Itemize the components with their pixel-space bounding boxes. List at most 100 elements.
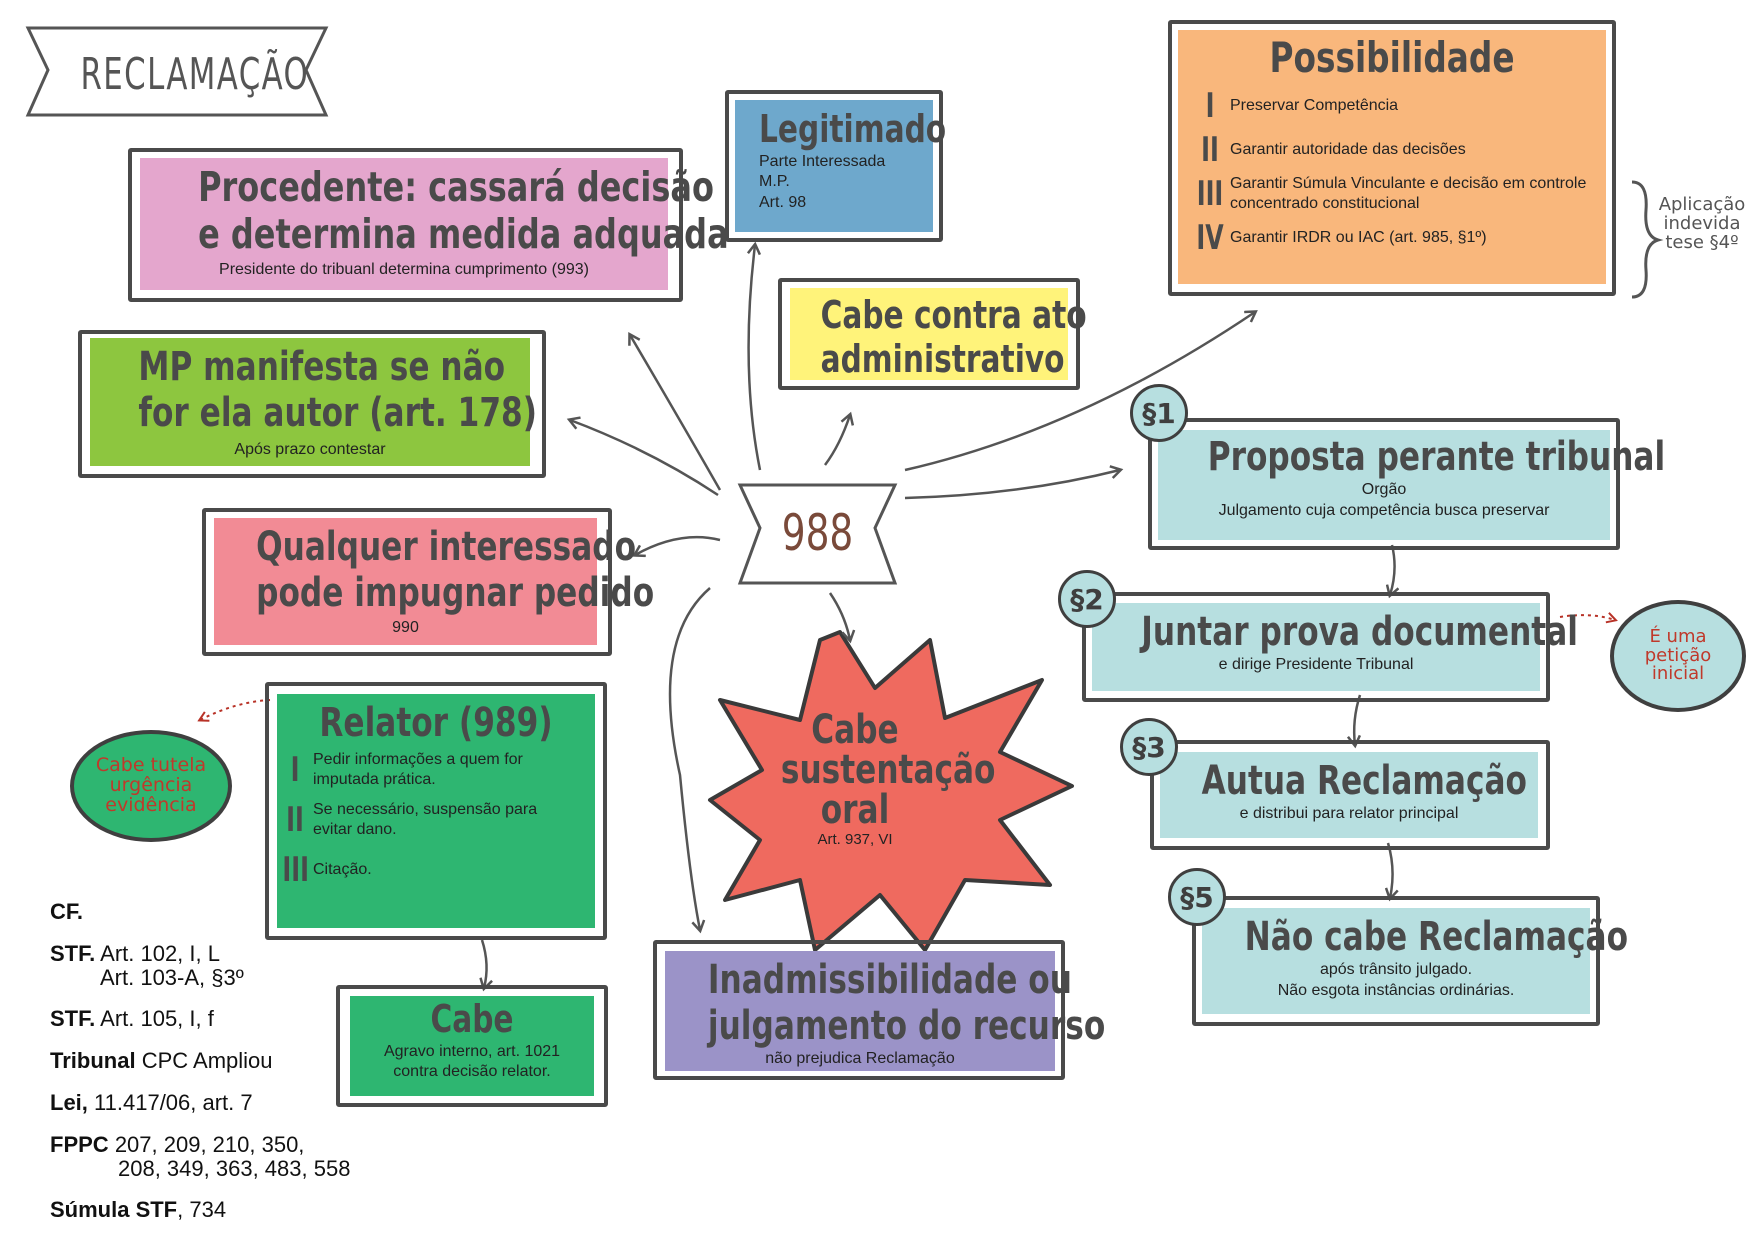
qualquer-sub: 990 bbox=[392, 619, 419, 636]
relator-list: I Pedir informações a quem for imputada … bbox=[277, 750, 595, 890]
p5-title: Não cabe Reclamação bbox=[1244, 914, 1629, 960]
legitimado-frame bbox=[725, 90, 943, 242]
p1-title: Proposta perante tribunal bbox=[1207, 434, 1666, 480]
aplicacao-line1: Aplicação bbox=[1658, 194, 1746, 215]
procedente-box: Procedente: cassará decisão e determina … bbox=[140, 158, 729, 290]
center-node: 988 bbox=[760, 488, 875, 578]
p1-sub1: Orgão bbox=[1361, 481, 1407, 498]
procedente-sub: Presidente do tribuanl determina cumprim… bbox=[219, 261, 589, 279]
legitimado-box: Legitimado Parte Interessada M.P. Art. 9… bbox=[735, 100, 946, 232]
arrow-to-sustentacao bbox=[828, 592, 850, 640]
arrow-to-inadmissibilidade bbox=[668, 587, 711, 930]
qualquer-line2: pode impugnar pedido bbox=[256, 570, 655, 616]
possibilidade-item-2-roman: II bbox=[1201, 130, 1219, 171]
arrow-p3-p5 bbox=[1388, 842, 1393, 898]
arrow-to-legitimado bbox=[749, 245, 762, 471]
sustentacao-line2: sustentação bbox=[780, 747, 996, 793]
possibilidade-item-4: IV Garantir IRDR ou IAC (art. 985, §1º) bbox=[1190, 218, 1606, 258]
peticao-oval: É uma petição inicial bbox=[1610, 600, 1746, 712]
page-title: RECLAMAÇÃO bbox=[40, 40, 310, 110]
p1-sub2: Julgamento cuja competência busca preser… bbox=[1218, 501, 1550, 519]
cabe-ato-frame bbox=[778, 278, 1080, 390]
p5-sub2: Não esgota instâncias ordinárias. bbox=[1277, 981, 1515, 999]
sustentacao-sub: Art. 937, VI bbox=[817, 831, 893, 848]
relator-frame bbox=[265, 682, 607, 940]
inadmissibilidade-line2: julgamento do recurso bbox=[707, 1003, 1106, 1049]
legal-stf2-label: STF. bbox=[50, 1005, 96, 1031]
p1-box: Proposta perante tribunal Orgão Julgamen… bbox=[1158, 430, 1666, 540]
procedente-frame bbox=[128, 148, 683, 302]
possibilidade-item-3-roman: III bbox=[1196, 174, 1224, 215]
arrow-p1-p2 bbox=[1390, 544, 1395, 595]
p2-sub: e dirige Presidente Tribunal bbox=[1218, 656, 1414, 673]
tutela-line2: urgência bbox=[109, 774, 193, 797]
peticao-line1: É uma bbox=[1649, 625, 1707, 647]
legal-stf2: STF. Art. 105, I, f bbox=[50, 1005, 350, 1031]
p2-box: Juntar prova documental e dirige Preside… bbox=[1092, 603, 1578, 691]
page-title-text: RECLAMAÇÃO bbox=[80, 49, 310, 100]
aplicacao-line3: tese §4º bbox=[1665, 231, 1739, 253]
p2-badge: §2 bbox=[1058, 570, 1116, 628]
legitimado-line1: Parte Interessada bbox=[759, 152, 886, 170]
aplicacao-note: Aplicação indevida tese §4º bbox=[1656, 194, 1748, 253]
relator-item-3-text: Citação. bbox=[313, 861, 372, 878]
arrow-p2-p3 bbox=[1354, 694, 1362, 745]
cabe-agravo-title: Cabe bbox=[430, 997, 514, 1041]
p3-sub: e distribui para relator principal bbox=[1239, 805, 1459, 822]
qualquer-frame bbox=[202, 508, 612, 656]
possibilidade-title: Possibilidade bbox=[1269, 33, 1515, 82]
legal-tribunal-label: Tribunal bbox=[50, 1047, 136, 1073]
p5-frame bbox=[1192, 896, 1600, 1026]
legal-lei-label: Lei, bbox=[50, 1089, 88, 1115]
tutela-oval: Cabe tutela urgência evidência bbox=[70, 730, 232, 842]
qualquer-line1: Qualquer interessado bbox=[256, 524, 637, 570]
sustentacao-line1: Cabe bbox=[811, 707, 899, 753]
relator-item-2-roman: II bbox=[286, 800, 304, 840]
mp-box: MP manifesta se não for ela autor (art. … bbox=[90, 338, 537, 466]
tutela-line3: evidência bbox=[105, 793, 197, 816]
legal-stf2-text: Art. 105, I, f bbox=[100, 1005, 214, 1031]
legal-references: CF. STF. Art. 102, I, L Art. 103-A, §3º … bbox=[50, 899, 351, 1240]
tutela-line1: Cabe tutela bbox=[95, 754, 207, 777]
arrow-to-procedente bbox=[630, 335, 722, 491]
legal-tribunal: Tribunal CPC Ampliou bbox=[50, 1047, 350, 1073]
procedente-line1: Procedente: cassará decisão bbox=[198, 163, 714, 211]
possibilidade-item-3: III Garantir Súmula Vinculante e decisão… bbox=[1190, 174, 1606, 214]
sustentacao-text: Cabe sustentação oral Art. 937, VI bbox=[760, 707, 996, 850]
possibilidade-item-1-roman: I bbox=[1205, 86, 1215, 127]
possibilidade-item-1: I Preservar Competência bbox=[1190, 86, 1606, 126]
legal-fppc-text: 207, 209, 210, 350, bbox=[114, 1132, 305, 1158]
arrow-to-peticao bbox=[1559, 615, 1615, 620]
legal-stf1-text2: Art. 103-A, §3º bbox=[100, 965, 244, 991]
arrow-to-proposta bbox=[904, 470, 1120, 500]
relator-item-1-roman: I bbox=[290, 750, 300, 790]
relator-item-2-text: Se necessário, suspensão para evitar dan… bbox=[313, 801, 538, 838]
p3-title: Autua Reclamação bbox=[1201, 758, 1527, 804]
aplicacao-line2: indevida bbox=[1663, 212, 1741, 234]
qualquer-box: Qualquer interessado pode impugnar pedid… bbox=[214, 518, 655, 645]
legal-lei-text: 11.417/06, art. 7 bbox=[94, 1089, 253, 1115]
legal-sumula: Súmula STF, 734 bbox=[50, 1196, 350, 1222]
relator-item-3: III Citação. bbox=[277, 850, 595, 890]
p5-box: Não cabe Reclamação após trânsito julgad… bbox=[1202, 908, 1629, 1014]
possibilidade-item-1-text: Preservar Competência bbox=[1230, 97, 1399, 115]
cabe-ato-box: Cabe contra ato administrativo bbox=[790, 288, 1087, 380]
cabe-agravo-line1: Agravo interno, art. 1021 bbox=[383, 1042, 561, 1060]
legal-cf-label: CF. bbox=[50, 899, 83, 924]
cabe-agravo-box: Cabe Agravo interno, art. 1021 contra de… bbox=[350, 996, 594, 1096]
mp-sub: Após prazo contestar bbox=[234, 441, 386, 458]
relator-item-2: II Se necessário, suspensão para evitar … bbox=[277, 800, 595, 840]
possibilidade-item-2: II Garantir autoridade das decisões bbox=[1190, 130, 1606, 170]
legal-cf: CF. bbox=[50, 899, 350, 924]
relator-item-1: I Pedir informações a quem for imputada … bbox=[277, 750, 595, 790]
arrow-to-tutela bbox=[200, 699, 271, 720]
legal-fppc-text2: 208, 349, 363, 483, 558 bbox=[118, 1156, 351, 1182]
legal-lei: Lei, 11.417/06, art. 7 bbox=[50, 1089, 350, 1115]
p3-frame bbox=[1150, 740, 1550, 850]
peticao-line3: inicial bbox=[1651, 663, 1705, 685]
arrow-to-possibilidade bbox=[904, 312, 1255, 472]
legal-sumula-text: , 734 bbox=[177, 1196, 227, 1222]
mp-line1: MP manifesta se não bbox=[138, 344, 506, 390]
relator-item-1-text: Pedir informações a quem for imputada pr… bbox=[313, 751, 523, 788]
p5-sub1: após trânsito julgado. bbox=[1319, 961, 1473, 978]
